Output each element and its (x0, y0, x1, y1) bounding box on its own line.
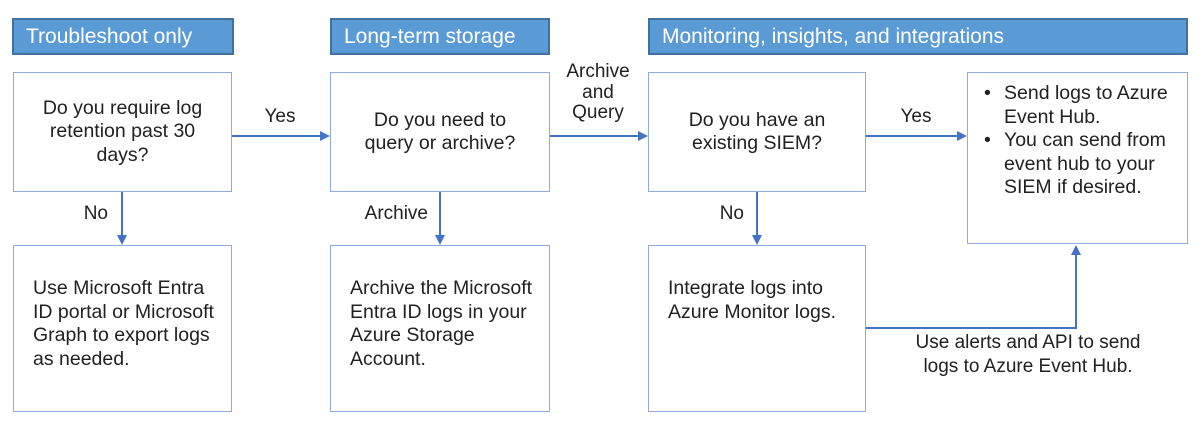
section-header-troubleshoot-only: Troubleshoot only (12, 18, 234, 55)
edge-label-archive-and-query-line1: Archive (566, 61, 630, 82)
section-header-monitoring-insights-integrations: Monitoring, insights, and integrations (648, 18, 1188, 55)
edge-label-retention-yes: Yes (264, 106, 296, 127)
edge-label-alerts-api: Use alerts and API to send logs to Azure… (915, 332, 1141, 377)
edge-label-siem-no: No (719, 203, 744, 224)
node-monitor-outcome-text: Integrate logs into Azure Monitor logs. (668, 277, 836, 323)
bullet-item: Send logs to Azure Event Hub. (980, 82, 1181, 129)
edge-label-archive-and-query-line3: Query (572, 102, 624, 123)
node-siem-question-text: Do you have an existing SIEM? (688, 108, 826, 155)
node-monitor-outcome: Integrate logs into Azure Monitor logs. (648, 245, 866, 412)
node-export-outcome: Use Microsoft Entra ID portal or Microso… (13, 245, 232, 412)
edge-label-archive-and-query: Archive and Query (552, 61, 644, 124)
node-query-archive-question-text: Do you need to query or archive? (364, 108, 516, 155)
section-header-long-term-storage: Long-term storage (330, 18, 550, 55)
node-event-hub-outcome: Send logs to Azure Event Hub. You can se… (967, 72, 1188, 244)
node-export-outcome-text: Use Microsoft Entra ID portal or Microso… (33, 277, 214, 370)
node-archive-outcome: Archive the Microsoft Entra ID logs in y… (330, 245, 550, 412)
edge-label-archive-and-query-line2: and (582, 81, 614, 103)
event-hub-bullet-list: Send logs to Azure Event Hub. You can se… (968, 73, 1187, 200)
node-siem-question: Do you have an existing SIEM? (648, 72, 866, 192)
node-retention-question-text: Do you require log retention past 30 day… (42, 96, 203, 166)
node-retention-question: Do you require log retention past 30 day… (13, 72, 232, 192)
edge-label-retention-no: No (83, 203, 108, 224)
bullet-item: You can send from event hub to your SIEM… (980, 129, 1181, 200)
edge-alerts-api-elbow-arrow (866, 245, 1081, 329)
edge-label-siem-yes: Yes (900, 106, 932, 127)
edge-label-archive: Archive (364, 203, 428, 224)
node-archive-outcome-text: Archive the Microsoft Entra ID logs in y… (350, 277, 533, 370)
node-query-archive-question: Do you need to query or archive? (330, 72, 550, 192)
